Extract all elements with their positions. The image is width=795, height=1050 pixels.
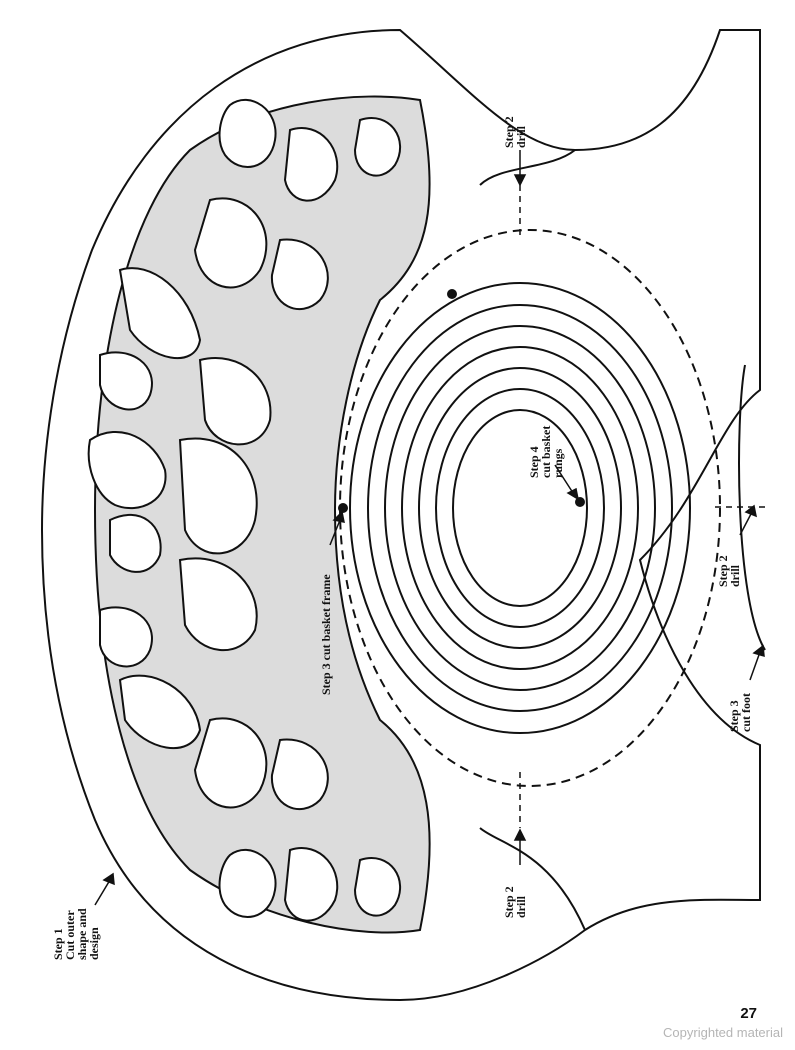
top-notch [479, 149, 576, 186]
step4-line3: rungs [551, 448, 565, 478]
bottom-notch [479, 827, 586, 931]
page-number: 27 [740, 1005, 757, 1022]
scroll-design [87, 99, 401, 922]
arrows [94, 150, 765, 906]
copyright-notice: Copyrighted material [663, 1025, 783, 1040]
step1-line1: Step 1 [51, 928, 65, 960]
step2-right-line1: Step 2 [716, 555, 730, 587]
step3-frame-label: Step 3 cut basket frame [319, 574, 333, 695]
step3-foot-line2: cut foot [739, 693, 753, 732]
drill-dot-rung-start [447, 289, 457, 299]
drill-dot-frame [338, 503, 348, 513]
basket-rungs [349, 282, 691, 734]
step2-top-line2: drill [514, 125, 528, 148]
foot-outline [738, 364, 766, 651]
step2-right-line2: drill [728, 564, 742, 587]
step3-foot-line1: Step 3 [727, 700, 741, 732]
step2-top-line1: Step 2 [502, 116, 516, 148]
step1-line2: Cut outer [63, 910, 77, 960]
step2-bottom-line2: drill [514, 895, 528, 918]
step2-bottom-line1: Step 2 [502, 886, 516, 918]
step1-line4: design [87, 927, 101, 960]
step1-line3: shape and [75, 908, 89, 960]
step4-line1: Step 4 [527, 446, 541, 478]
step4-line2: cut basket [539, 426, 553, 478]
